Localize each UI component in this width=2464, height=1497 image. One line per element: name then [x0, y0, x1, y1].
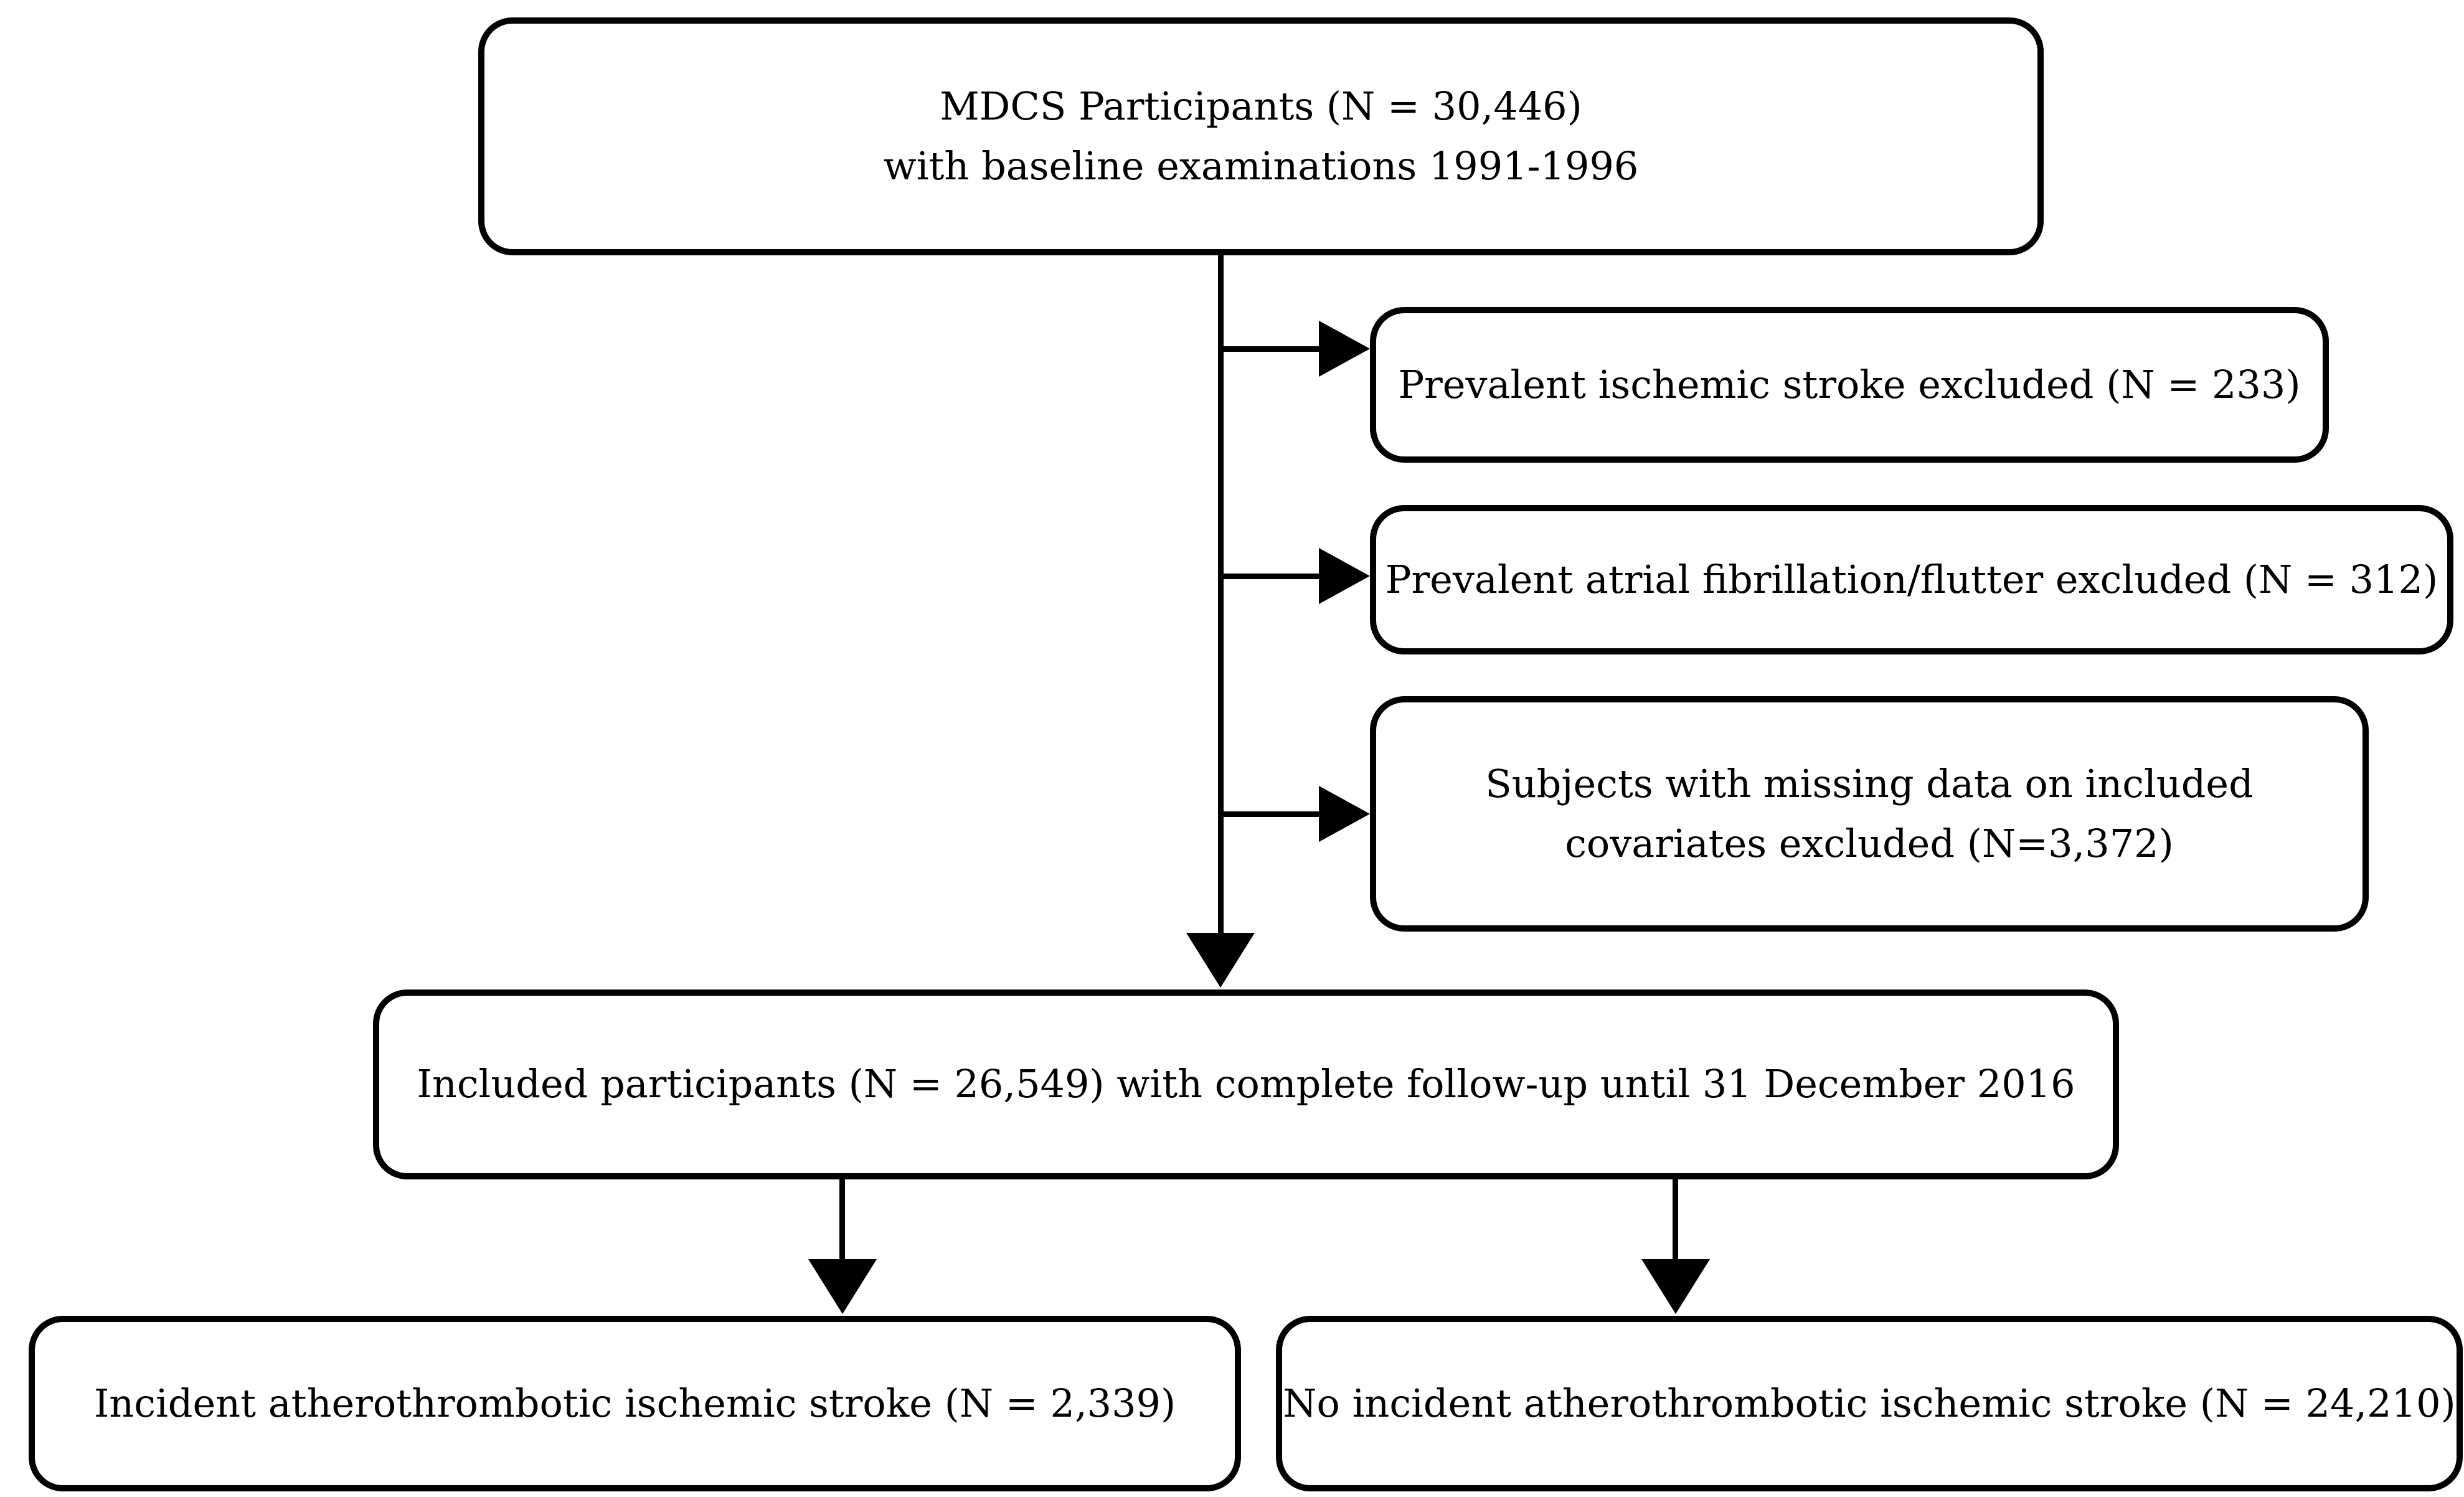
box-outcome-no-incident-stroke: No incident atherothrombotic ischemic st…: [1276, 1316, 2463, 1491]
exclusion-1-label: Prevalent ischemic stroke excluded (N = …: [1398, 361, 2301, 407]
box-exclusion-missing-data: Subjects with missing data on included c…: [1370, 696, 2369, 932]
connector-included-to-stroke: [839, 1179, 845, 1262]
box-exclusion-prevalent-ischemic-stroke: Prevalent ischemic stroke excluded (N = …: [1370, 307, 2329, 463]
box-included-participants: Included participants (N = 26,549) with …: [373, 989, 2119, 1179]
arrowhead-down-stroke-icon: [808, 1259, 877, 1314]
connector-exclusion-1: [1220, 346, 1320, 352]
mdcs-participants-count: MDCS Participants (N = 30,446): [940, 83, 1582, 129]
box-exclusion-atrial-fibrillation: Prevalent atrial fibrillation/flutter ex…: [1370, 505, 2453, 654]
arrowhead-right-exclusion-1-icon: [1319, 321, 1370, 377]
arrowhead-down-no-stroke-icon: [1641, 1259, 1710, 1314]
arrowhead-down-included-icon: [1186, 933, 1255, 988]
box-mdcs-participants: MDCS Participants (N = 30,446) with base…: [478, 17, 2044, 255]
arrowhead-right-exclusion-3-icon: [1319, 786, 1370, 842]
connector-exclusion-3: [1220, 811, 1320, 817]
exclusion-2-label: Prevalent atrial fibrillation/flutter ex…: [1385, 556, 2438, 602]
connector-included-to-no-stroke: [1673, 1179, 1678, 1262]
mdcs-baseline-period: with baseline examinations 1991-1996: [883, 143, 1639, 189]
box-outcome-incident-stroke: Incident atherothrombotic ischemic strok…: [29, 1316, 1241, 1491]
outcome-incident-stroke-label: Incident atherothrombotic ischemic strok…: [93, 1380, 1176, 1426]
connector-exclusion-2: [1220, 574, 1320, 579]
exclusion-3-label-line2: covariates excluded (N=3,372): [1565, 821, 2174, 866]
arrowhead-right-exclusion-2-icon: [1319, 548, 1370, 604]
connector-top-to-included: [1218, 255, 1224, 935]
exclusion-3-label-line1: Subjects with missing data on included: [1485, 760, 2254, 806]
outcome-no-incident-stroke-label: No incident atherothrombotic ischemic st…: [1283, 1380, 2456, 1426]
included-participants-label: Included participants (N = 26,549) with …: [417, 1061, 2075, 1107]
